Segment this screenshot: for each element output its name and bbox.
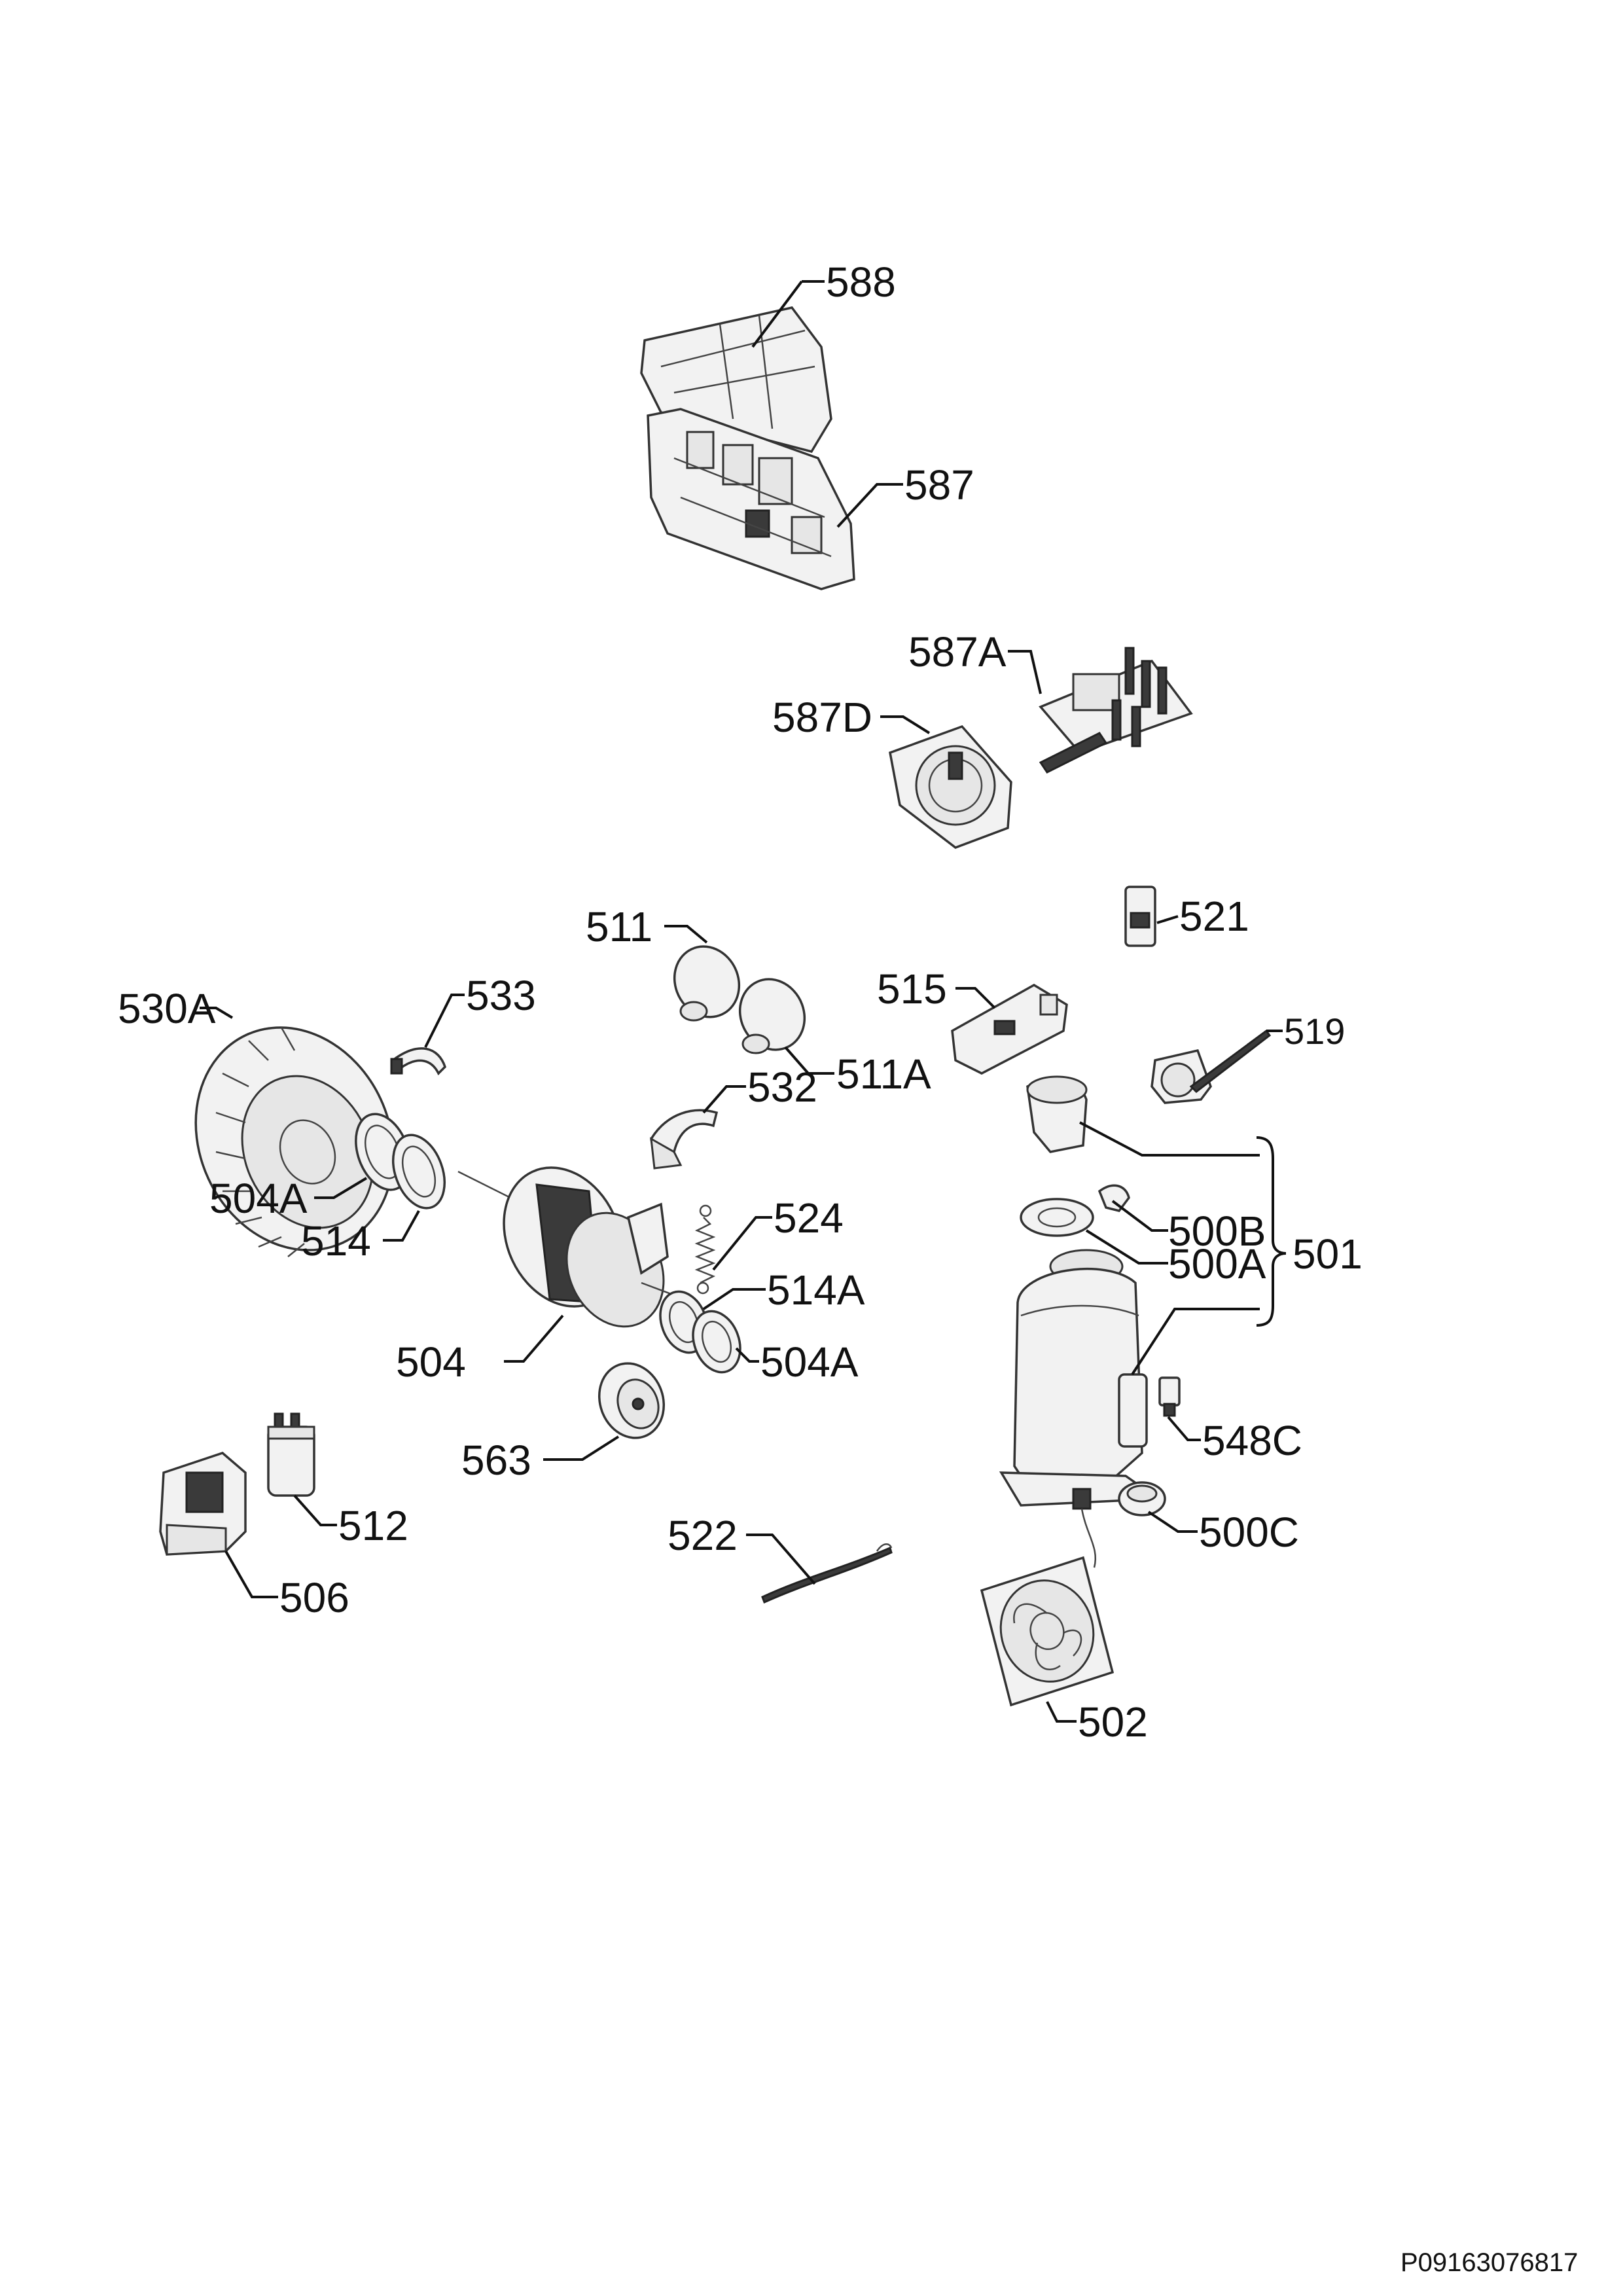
leader-506 <box>224 1551 278 1598</box>
leader-548c <box>1167 1416 1201 1441</box>
label-504: 504 <box>396 1338 466 1386</box>
bracket-501 <box>1256 1136 1287 1327</box>
leader-587 <box>836 483 903 528</box>
label-500b: 500B <box>1168 1208 1266 1255</box>
label-519: 519 <box>1284 1011 1345 1052</box>
part-587-electronic-board <box>647 408 855 590</box>
label-506: 506 <box>279 1574 349 1621</box>
part-532-motor-cover <box>650 1109 719 1170</box>
part-521-sensor <box>1124 886 1156 947</box>
label-511a: 511A <box>836 1050 931 1098</box>
leader-524 <box>712 1216 772 1271</box>
leader-522 <box>746 1534 816 1585</box>
part-519-valve <box>1150 1029 1272 1104</box>
label-504a-left: 504A <box>209 1175 308 1222</box>
leader-501-lower <box>1131 1308 1260 1376</box>
leader-511 <box>664 925 708 944</box>
label-514: 514 <box>301 1217 371 1265</box>
part-500b-valve-top <box>1026 1075 1130 1212</box>
leader-532 <box>702 1085 746 1114</box>
label-511: 511 <box>586 903 652 950</box>
label-521: 521 <box>1179 893 1249 940</box>
leader-563 <box>543 1435 620 1461</box>
part-524-spring <box>694 1204 716 1295</box>
part-548c-connector <box>1158 1376 1181 1417</box>
part-522-cable <box>761 1543 893 1604</box>
part-504a-seal-right <box>692 1310 741 1374</box>
part-511a-capacitor <box>738 978 806 1054</box>
leader-504a-right <box>735 1347 759 1363</box>
leader-512 <box>293 1494 337 1526</box>
label-512: 512 <box>338 1502 408 1549</box>
leader-533 <box>424 994 465 1048</box>
part-512-capacitor <box>267 1412 315 1497</box>
part-511-capacitor <box>673 945 741 1022</box>
drawing-code: P09163076817 <box>1400 2248 1578 2277</box>
leader-587d <box>880 715 931 734</box>
label-501: 501 <box>1293 1230 1363 1278</box>
leader-500b-top <box>1079 1121 1260 1157</box>
part-506-pump <box>159 1452 247 1556</box>
label-533: 533 <box>466 972 536 1019</box>
part-533-clip <box>390 1047 447 1075</box>
label-515: 515 <box>877 965 947 1013</box>
part-587a-board <box>1039 647 1193 774</box>
label-514a: 514A <box>767 1266 865 1314</box>
leader-504 <box>504 1314 564 1363</box>
label-588: 588 <box>826 259 896 306</box>
leader-500b <box>1111 1200 1168 1232</box>
leader-500c <box>1147 1511 1198 1533</box>
part-514-bearing-ring <box>392 1134 446 1210</box>
label-524: 524 <box>774 1194 844 1242</box>
label-502: 502 <box>1078 1698 1148 1746</box>
part-500c-grommet <box>1118 1481 1166 1516</box>
label-530a: 530A <box>118 985 216 1032</box>
label-500c: 500C <box>1199 1509 1299 1556</box>
leader-502 <box>1046 1701 1077 1723</box>
part-501-compressor <box>999 1249 1162 1507</box>
label-587a: 587A <box>908 628 1007 675</box>
part-504-motor <box>457 1166 694 1328</box>
label-532: 532 <box>747 1064 817 1111</box>
label-563: 563 <box>461 1437 531 1484</box>
part-500a-gasket <box>1020 1198 1094 1237</box>
part-515-switch <box>951 983 1068 1075</box>
leader-511a <box>784 1046 834 1075</box>
leader-500a <box>1085 1229 1168 1265</box>
leader-515 <box>955 987 996 1009</box>
label-587: 587 <box>904 461 974 509</box>
part-502-cooling-fan <box>980 1488 1115 1707</box>
leader-530a <box>200 1007 234 1019</box>
leader-587a <box>1008 650 1042 694</box>
label-587d: 587D <box>772 694 872 741</box>
label-500a: 500A <box>1168 1240 1266 1287</box>
leader-521 <box>1156 915 1179 924</box>
part-587d-selector <box>889 725 1012 849</box>
label-522: 522 <box>668 1512 738 1559</box>
leader-514 <box>383 1210 420 1242</box>
label-548c: 548C <box>1202 1417 1302 1464</box>
leader-504a-left <box>314 1177 368 1199</box>
part-563-pulley <box>597 1362 666 1439</box>
part-530a-fan-wheel <box>194 1026 395 1257</box>
leader-588 <box>751 280 803 348</box>
label-504a-right: 504A <box>760 1338 859 1386</box>
leader-514a <box>702 1288 766 1310</box>
